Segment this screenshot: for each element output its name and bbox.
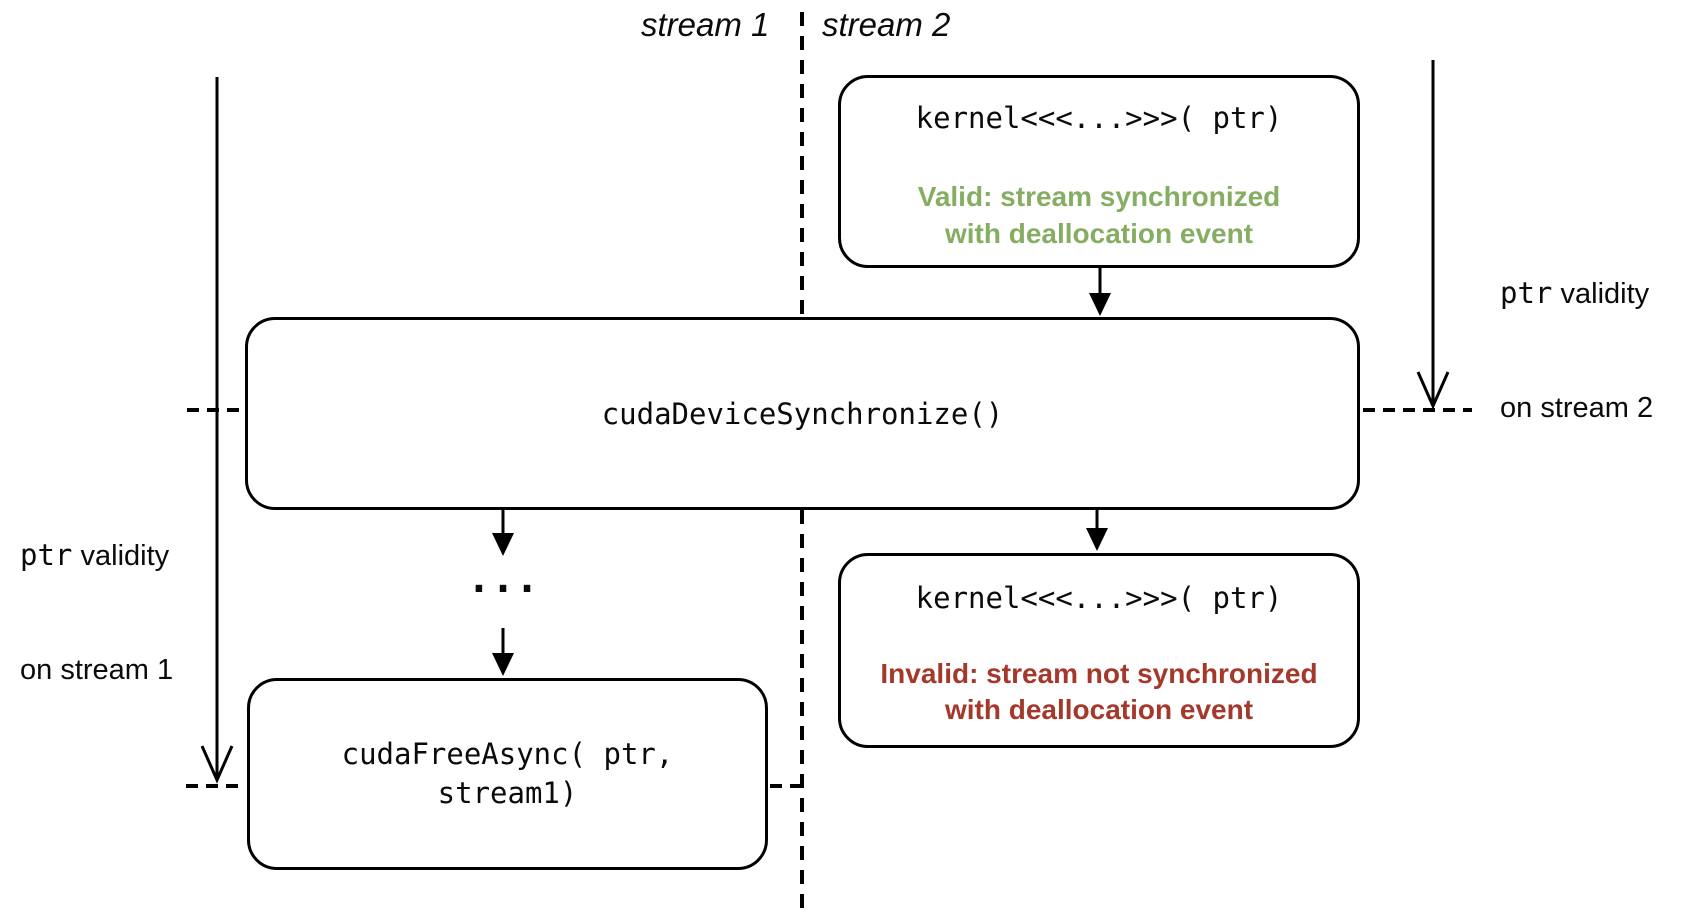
kernel-valid-code: kernel<<<...>>>( ptr) [915, 101, 1283, 135]
kernel-invalid-node: kernel<<<...>>>( ptr) Invalid: stream no… [838, 553, 1360, 748]
kernel-valid-note-line2: with deallocation event [944, 218, 1254, 249]
ellipsis-dots: ... [466, 556, 540, 602]
device-synchronize-code: cudaDeviceSynchronize() [601, 396, 1004, 431]
kernel-invalid-note-line2: with deallocation event [944, 694, 1254, 725]
stream2-validity-label-line2: on stream 2 [1500, 392, 1654, 424]
stream1-validity-arrow [200, 77, 234, 784]
stream1-header: stream 1 [641, 6, 770, 43]
device-synchronize-node: cudaDeviceSynchronize() [245, 317, 1360, 510]
free-async-node: cudaFreeAsync( ptr, stream1) [247, 678, 768, 870]
arrow-sync-to-kernel-bottom [1086, 510, 1108, 551]
stream2-header: stream 2 [822, 6, 951, 43]
kernel-invalid-note-line1: Invalid: stream not synchronized [880, 658, 1318, 689]
free-async-code-line2: stream1) [437, 776, 578, 810]
free-async-code-line1: cudaFreeAsync( ptr, [341, 737, 674, 771]
kernel-valid-note-line1: Valid: stream synchronized [917, 181, 1281, 212]
kernel-valid-node: kernel<<<...>>>( ptr) Valid: stream sync… [838, 75, 1360, 268]
arrow-ellipsis-to-free [492, 628, 514, 676]
arrow-sync-to-ellipsis [492, 510, 514, 556]
stream2-validity-arrow [1416, 60, 1450, 410]
kernel-invalid-code: kernel<<<...>>>( ptr) [915, 581, 1283, 615]
arrow-kernel-top-to-sync [1089, 268, 1111, 316]
stream1-validity-label-line2: on stream 1 [20, 654, 174, 686]
